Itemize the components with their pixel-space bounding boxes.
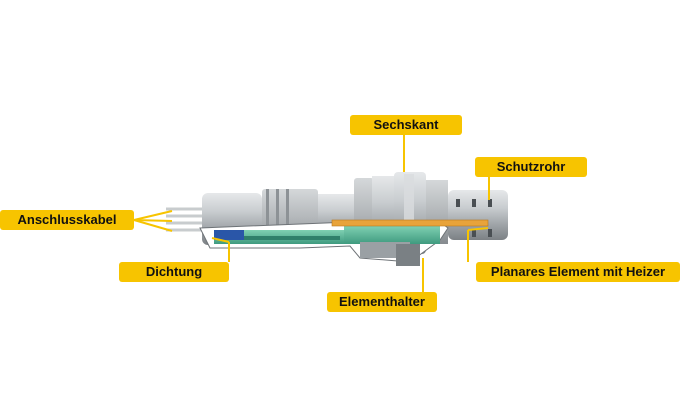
planar-sensor-element xyxy=(331,219,489,227)
label-dichtung: Dichtung xyxy=(119,262,229,282)
protective-tube xyxy=(448,190,508,240)
leader-lines xyxy=(133,135,490,292)
label-schutzrohr: Schutzrohr xyxy=(475,157,587,177)
seal-element xyxy=(214,230,244,240)
cutaway-section xyxy=(199,221,449,266)
label-sechskant: Sechskant xyxy=(350,115,462,135)
label-anschlusskabel: Anschlusskabel xyxy=(0,210,134,230)
label-planares-element: Planares Element mit Heizer xyxy=(476,262,680,282)
label-elementhalter: Elementhalter xyxy=(327,292,437,312)
